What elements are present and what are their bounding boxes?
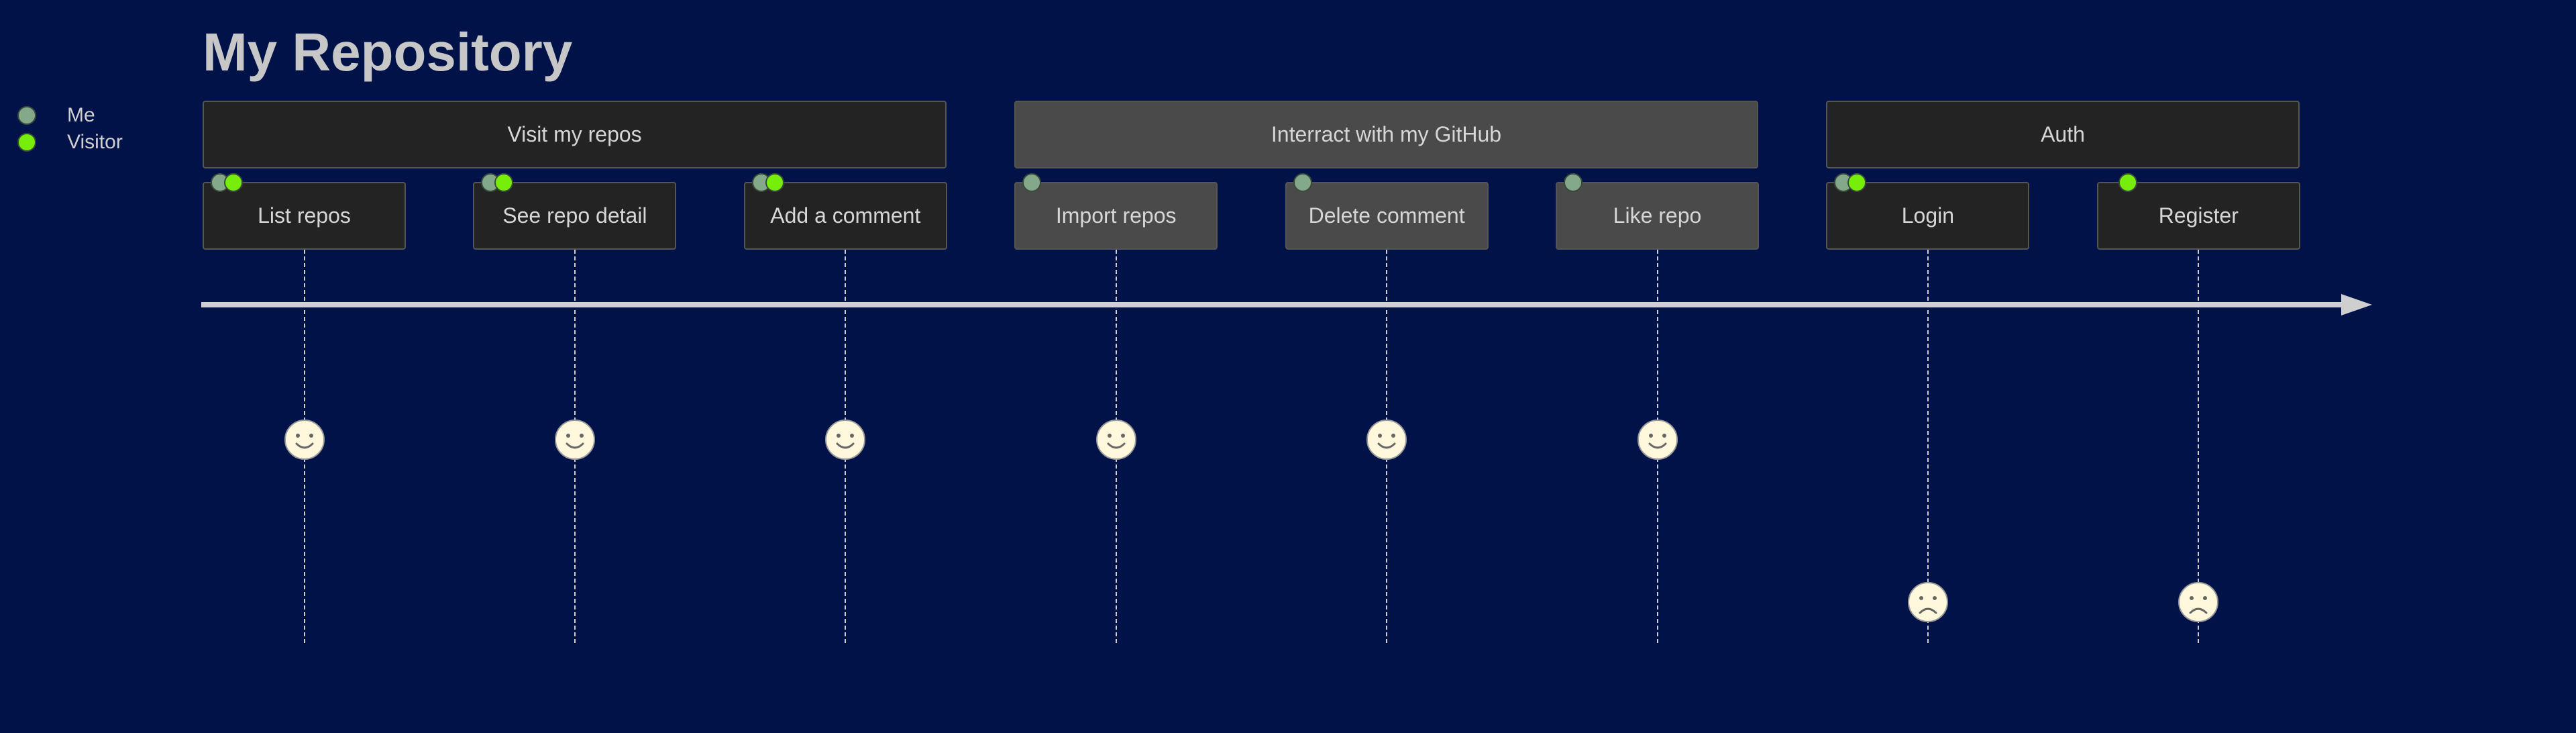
smiley-face-icon (554, 420, 595, 460)
smiley-face-icon (825, 420, 866, 460)
legend-label-visitor: Visitor (67, 131, 123, 153)
actor-dot-me (1564, 173, 1582, 192)
task-see-repo-detail: See repo detail (473, 182, 677, 250)
task-list-repos: List repos (203, 182, 406, 250)
actor-dot-visitor (765, 173, 784, 192)
task-import-repos: Import repos (1014, 182, 1218, 250)
task-register: Register (2096, 182, 2300, 250)
actor-dot-visitor (1847, 173, 1867, 192)
diagram-title: My Repository (203, 22, 573, 82)
actor-dot-visitor (494, 173, 514, 192)
timeline-arrowhead (2341, 294, 2372, 315)
task-line-register (2198, 250, 2200, 643)
smiley-face-icon (1637, 420, 1678, 460)
legend-dot-me (17, 106, 36, 125)
task-like-repo: Like repo (1556, 182, 1759, 250)
timeline-arrow (201, 294, 2372, 315)
actor-dot-me (1022, 173, 1042, 192)
actor-dot-me (1293, 173, 1312, 192)
task-login: Login (1826, 182, 2030, 250)
task-delete-comment: Delete comment (1285, 182, 1489, 250)
section-auth: Auth (1826, 101, 2300, 168)
smiley-face-icon (1366, 420, 1407, 460)
actor-dot-visitor (224, 173, 243, 192)
actor-dot-visitor (2118, 173, 2137, 192)
sad-face-icon (1907, 582, 1948, 622)
legend-label-me: Me (67, 104, 95, 126)
section-interract-with-my-github: Interract with my GitHub (1014, 101, 1758, 168)
legend-dot-visitor (17, 133, 36, 152)
section-visit-my-repos: Visit my repos (203, 101, 947, 168)
task-line-login (1927, 250, 1929, 643)
smiley-face-icon (1095, 420, 1136, 460)
task-add-a-comment: Add a comment (743, 182, 947, 250)
sad-face-icon (2178, 582, 2219, 622)
smiley-face-icon (284, 420, 325, 460)
